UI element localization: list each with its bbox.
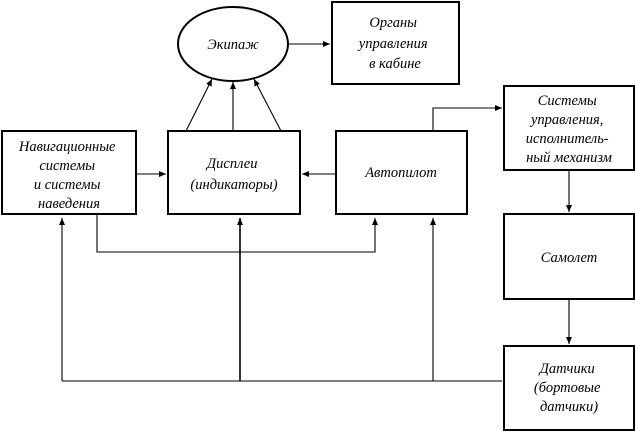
arrow-displays-to-crew-right — [253, 78, 282, 132]
connectors — [59, 41, 572, 382]
node-aircraft-label: Самолет — [541, 250, 598, 266]
node-control-systems-line-3: исполнитель- — [526, 131, 609, 147]
node-sensors: Датчики (бортовые датчики) — [503, 345, 635, 431]
node-displays-line-1: Дисплеи — [205, 156, 258, 172]
node-navigation-line-4: наведения — [38, 196, 100, 212]
node-displays-label: Дисплеи (индикаторы) — [190, 156, 277, 193]
node-navigation-line-1: Навигационные — [18, 139, 116, 155]
node-navigation-line-3: и системы — [34, 177, 101, 193]
node-sensors-line-2: (бортовые — [534, 380, 601, 396]
node-cockpit-controls-line-2: управления — [357, 36, 428, 52]
node-control-systems-line-4: ный механизм — [526, 150, 612, 166]
node-displays: Дисплеи (индикаторы) — [167, 130, 301, 215]
node-cockpit-controls-label: Органы управления в кабине — [357, 15, 431, 72]
arrow-displays-to-crew-left — [185, 78, 213, 132]
node-crew-label: Экипаж — [207, 37, 259, 53]
node-displays-line-2: (индикаторы) — [190, 177, 277, 193]
node-control-systems-shape — [503, 85, 635, 171]
node-control-systems-line-2: управления, — [529, 112, 603, 128]
node-sensors-line-1: Датчики — [538, 361, 595, 377]
node-navigation-label: Навигационные системы и системы наведени… — [18, 139, 119, 212]
node-cockpit-controls: Органы управления в кабине — [331, 1, 460, 85]
node-control-systems-line-1: Системы — [538, 93, 597, 109]
arrow-navigation-to-autopilot — [96, 214, 378, 253]
node-sensors-line-3: датчики) — [540, 399, 598, 415]
node-displays-shape — [167, 130, 301, 215]
node-control-systems-label: Системы управления, исполнитель- ный мех… — [526, 93, 613, 166]
node-autopilot-label: Автопилот — [364, 165, 437, 181]
node-cockpit-controls-shape — [331, 1, 460, 85]
node-control-systems: Системы управления, исполнитель- ный мех… — [503, 85, 635, 171]
node-cockpit-controls-line-1: Органы — [369, 15, 417, 31]
node-crew-shape — [177, 6, 289, 82]
node-sensors-label: Датчики (бортовые датчики) — [534, 361, 604, 415]
node-aircraft: Самолет — [503, 213, 635, 300]
node-autopilot-shape — [335, 130, 468, 215]
node-cockpit-controls-line-3: в кабине — [369, 56, 421, 72]
node-navigation-line-2: системы — [39, 158, 95, 174]
node-sensors-shape — [503, 345, 635, 431]
node-navigation: Навигационные системы и системы наведени… — [1, 130, 137, 215]
arrow-autopilot-to-control-systems — [432, 105, 502, 131]
node-crew: Экипаж — [177, 6, 289, 82]
node-aircraft-shape — [503, 213, 635, 300]
node-navigation-shape — [1, 130, 137, 215]
node-autopilot: Автопилот — [335, 130, 468, 215]
